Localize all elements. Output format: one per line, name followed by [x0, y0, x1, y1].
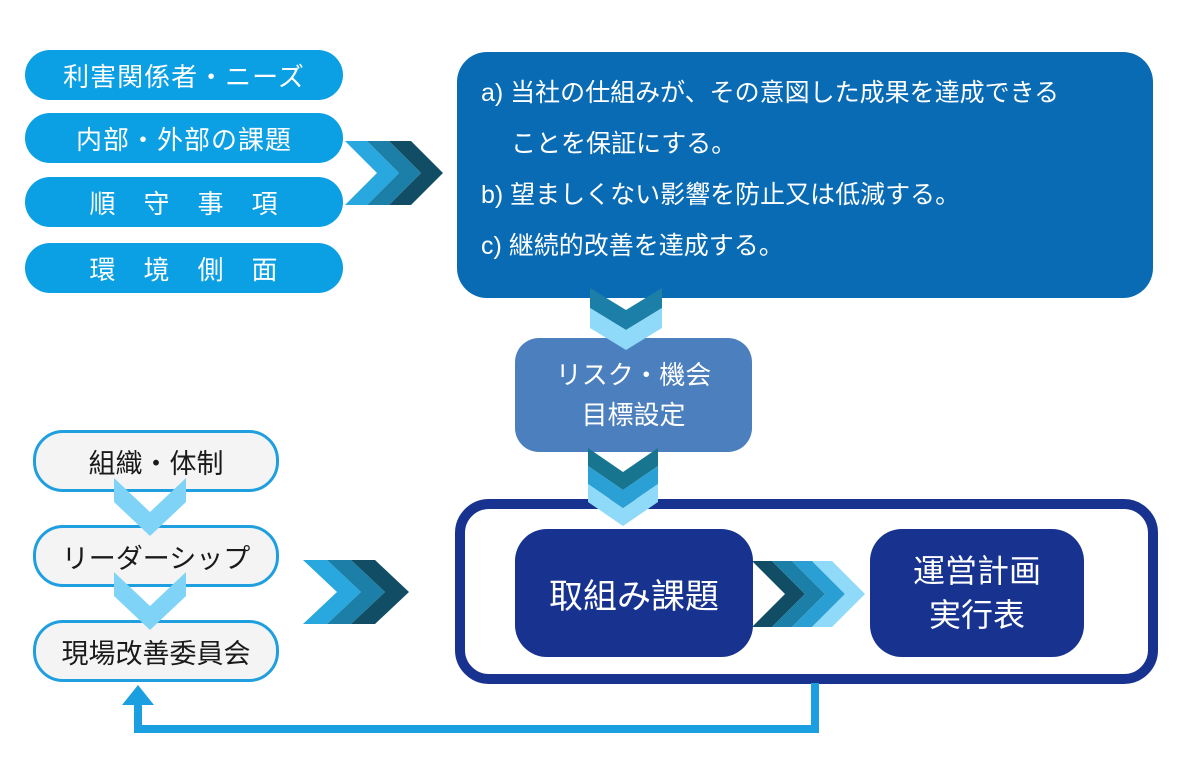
feedback-loop-bottom-segment — [134, 725, 819, 733]
objective-a-line2: ことを保証にする。 — [511, 130, 737, 158]
inputs-to-objectives-arrow-icon — [345, 141, 443, 205]
stakeholders-needs-pill: 利害関係者・ニーズ — [25, 50, 343, 100]
objective-c-line: c) 継続的改善を達成する。 — [481, 232, 784, 260]
operation-plan-label: 運営計画 — [912, 553, 1041, 589]
feedback-loop-arrowhead-icon — [122, 685, 154, 705]
objective-a-line1: a) 当社の仕組みが、その意図した成果を達成できる — [481, 79, 1060, 107]
implementation-frame — [455, 499, 1158, 684]
internal-external-issues-label: 内部・外部の課題 — [75, 124, 292, 155]
action-items-label: 取組み課題 — [549, 577, 719, 616]
organization-structure-label: 組織・体制 — [88, 448, 224, 479]
leadership-box: リーダーシップ — [33, 525, 279, 587]
goal-setting-label: 目標設定 — [581, 400, 686, 430]
risk-opportunity-box: リスク・機会 目標設定 — [515, 338, 752, 452]
risk-to-action-arrow-icon — [588, 448, 658, 526]
environmental-aspects-label: 環 境 側 面 — [89, 254, 279, 285]
site-improvement-committee-label: 現場改善委員会 — [61, 638, 251, 669]
org-to-leadership-arrow-icon — [114, 478, 186, 536]
risk-opportunity-label: リスク・機会 — [555, 360, 712, 390]
action-items-box: 取組み課題 — [515, 529, 753, 657]
action-to-plan-arrow-icon — [752, 561, 865, 627]
feedback-loop-right-segment — [811, 683, 819, 733]
compliance-obligations-label: 順 守 事 項 — [89, 188, 279, 219]
objectives-to-risk-arrow-icon — [590, 288, 662, 350]
execution-chart-label: 実行表 — [928, 597, 1025, 633]
environmental-aspects-pill: 環 境 側 面 — [25, 243, 343, 293]
stakeholders-needs-label: 利害関係者・ニーズ — [63, 61, 305, 92]
leadership-label: リーダーシップ — [61, 543, 251, 574]
operation-plan-box: 運営計画 実行表 — [870, 529, 1084, 657]
objective-b-line: b) 望ましくない影響を防止又は低減する。 — [481, 181, 961, 209]
internal-external-issues-pill: 内部・外部の課題 — [25, 113, 343, 163]
committee-to-frame-arrow-icon — [303, 560, 409, 624]
compliance-obligations-pill: 順 守 事 項 — [25, 177, 343, 227]
site-improvement-committee-box: 現場改善委員会 — [33, 620, 279, 682]
feedback-loop-left-segment — [134, 704, 142, 733]
objectives-box: a) 当社の仕組みが、その意図した成果を達成できる ことを保証にする。 b) 望… — [457, 52, 1153, 298]
leadership-to-committee-arrow-icon — [114, 572, 186, 630]
organization-structure-box: 組織・体制 — [33, 430, 279, 492]
